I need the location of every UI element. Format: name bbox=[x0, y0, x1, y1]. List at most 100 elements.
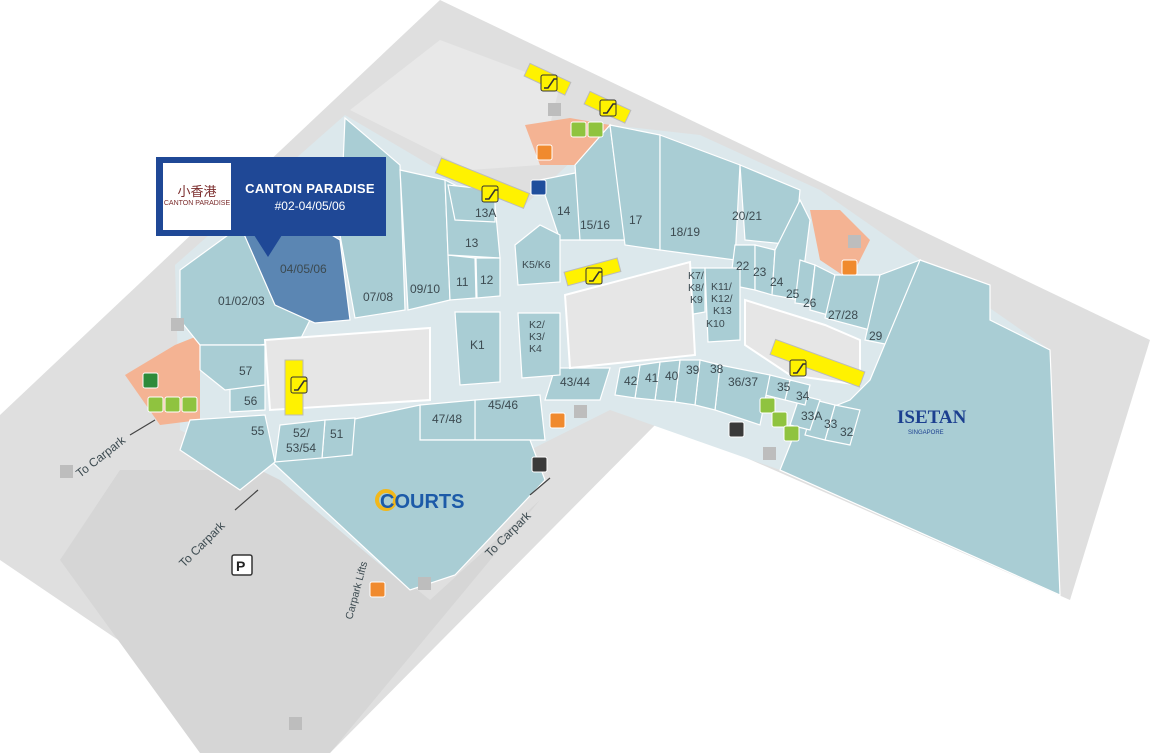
taxi-icon[interactable] bbox=[530, 179, 547, 196]
unit-30-31[interactable] bbox=[779, 259, 1061, 596]
label-22: 22 bbox=[736, 259, 750, 273]
kiosk-k5-k6[interactable] bbox=[514, 224, 561, 286]
unit-42[interactable] bbox=[614, 364, 641, 399]
lift-icon[interactable] bbox=[549, 412, 566, 429]
staircase-icon[interactable] bbox=[60, 465, 73, 478]
label-32: 32 bbox=[840, 425, 854, 439]
staircase-icon[interactable] bbox=[763, 447, 776, 460]
label-k5-k6: K5/K6 bbox=[522, 259, 551, 271]
label-k11: K11/ bbox=[711, 281, 732, 293]
escalator-icon[interactable] bbox=[540, 74, 558, 92]
label-43-44: 43/44 bbox=[560, 375, 590, 389]
label-k13: K13 bbox=[713, 305, 732, 317]
canton-paradise-logo: 小香港 CANTON PARADISE bbox=[163, 163, 231, 230]
label-04-05-06: 04/05/06 bbox=[280, 262, 327, 276]
unit-57[interactable] bbox=[199, 344, 266, 391]
label-23: 23 bbox=[753, 265, 767, 279]
label-13a: 13A bbox=[475, 206, 496, 220]
label-k7: K7/ bbox=[688, 270, 704, 282]
label-40: 40 bbox=[665, 369, 679, 383]
label-42: 42 bbox=[624, 374, 638, 388]
label-k4: K4 bbox=[529, 343, 542, 355]
toilet-icon[interactable] bbox=[759, 397, 776, 414]
left-service-zone bbox=[125, 335, 200, 425]
facility-icons bbox=[60, 103, 861, 730]
label-13: 13 bbox=[465, 236, 479, 250]
label-11: 11 bbox=[456, 275, 469, 289]
label-15-16: 15/16 bbox=[580, 218, 610, 232]
lift-icon[interactable] bbox=[841, 259, 858, 276]
canton-paradise-logo-text: CANTON PARADISE bbox=[163, 199, 231, 207]
lift-icon[interactable] bbox=[536, 144, 553, 161]
lift-icon[interactable] bbox=[369, 581, 386, 598]
label-k1: K1 bbox=[470, 338, 485, 352]
unit-43-44[interactable] bbox=[544, 367, 611, 401]
kiosk-k1[interactable] bbox=[454, 311, 501, 386]
label-k2: K2/ bbox=[529, 319, 545, 331]
label-33a: 33A bbox=[801, 409, 822, 423]
label-k3: K3/ bbox=[529, 331, 545, 343]
escalator-icon[interactable] bbox=[585, 267, 603, 285]
toilet-icon[interactable] bbox=[570, 121, 587, 138]
escalator-icon[interactable] bbox=[599, 99, 617, 117]
staircase-icon[interactable] bbox=[418, 577, 431, 590]
escalator-icon[interactable] bbox=[481, 185, 499, 203]
kiosk-k10-k13[interactable] bbox=[704, 267, 741, 343]
label-38: 38 bbox=[710, 362, 724, 376]
shop-callout-pointer bbox=[254, 235, 282, 257]
escalator-icons bbox=[290, 74, 807, 394]
parking-icon[interactable] bbox=[231, 554, 253, 576]
label-45-46: 45/46 bbox=[488, 398, 518, 412]
isetan-brand-sub: SINGAPORE bbox=[908, 430, 944, 436]
staircase-icon[interactable] bbox=[548, 103, 561, 116]
courts-brand-name: COURTS bbox=[380, 491, 464, 513]
label-k10: K10 bbox=[706, 318, 725, 330]
carpark-area bbox=[60, 470, 540, 753]
wheelchair-icon[interactable] bbox=[783, 425, 800, 442]
kiosk-k2-k3-k4[interactable] bbox=[517, 312, 561, 379]
service-lift-icon[interactable] bbox=[531, 456, 548, 473]
escalator-icon[interactable] bbox=[290, 376, 308, 394]
upper-service-block bbox=[350, 40, 560, 170]
unit-11[interactable] bbox=[447, 254, 477, 301]
label-k8: K8/ bbox=[688, 282, 704, 294]
staircase-icon[interactable] bbox=[171, 318, 184, 331]
shop-callout-unit: #02-04/05/06 bbox=[274, 199, 346, 213]
service-lift-icon[interactable] bbox=[728, 421, 745, 438]
nursing-room-icon[interactable] bbox=[142, 372, 159, 389]
label-36-37: 36/37 bbox=[728, 375, 758, 389]
label-29: 29 bbox=[869, 329, 883, 343]
toilet-icon[interactable] bbox=[147, 396, 164, 413]
staircase-icon[interactable] bbox=[771, 411, 788, 428]
shop-callout[interactable]: 小香港 CANTON PARADISE CANTON PARADISE #02-… bbox=[156, 157, 386, 236]
wheelchair-icon[interactable] bbox=[587, 121, 604, 138]
label-34: 34 bbox=[796, 389, 810, 403]
label-09-10: 09/10 bbox=[410, 282, 440, 296]
label-57: 57 bbox=[239, 364, 253, 378]
staircase-icon[interactable] bbox=[164, 396, 181, 413]
label-33: 33 bbox=[824, 417, 838, 431]
label-53-54: 53/54 bbox=[286, 441, 316, 455]
label-k12: K12/ bbox=[711, 293, 733, 305]
staircase-icon[interactable] bbox=[574, 405, 587, 418]
label-39: 39 bbox=[686, 363, 700, 377]
label-27-28: 27/28 bbox=[828, 308, 858, 322]
courts-logo-icon bbox=[375, 489, 397, 511]
label-18-19: 18/19 bbox=[670, 225, 700, 239]
label-26: 26 bbox=[803, 296, 817, 310]
label-56: 56 bbox=[244, 394, 258, 408]
label-51: 51 bbox=[330, 427, 344, 441]
label-55: 55 bbox=[251, 424, 265, 438]
unit-52-53-54[interactable] bbox=[274, 419, 326, 463]
escalator-icon[interactable] bbox=[789, 359, 807, 377]
staircase-icon[interactable] bbox=[289, 717, 302, 730]
atrium-centre bbox=[563, 260, 697, 370]
label-01-02-03: 01/02/03 bbox=[218, 294, 265, 308]
label-12: 12 bbox=[480, 273, 494, 287]
unit-55[interactable] bbox=[179, 414, 276, 491]
unit-33a[interactable] bbox=[789, 394, 821, 431]
staircase-icon[interactable] bbox=[848, 235, 861, 248]
wheelchair-icon[interactable] bbox=[181, 396, 198, 413]
courts-brand[interactable]: COURTS bbox=[375, 489, 464, 513]
isetan-brand[interactable]: ISETAN SINGAPORE bbox=[897, 407, 967, 436]
